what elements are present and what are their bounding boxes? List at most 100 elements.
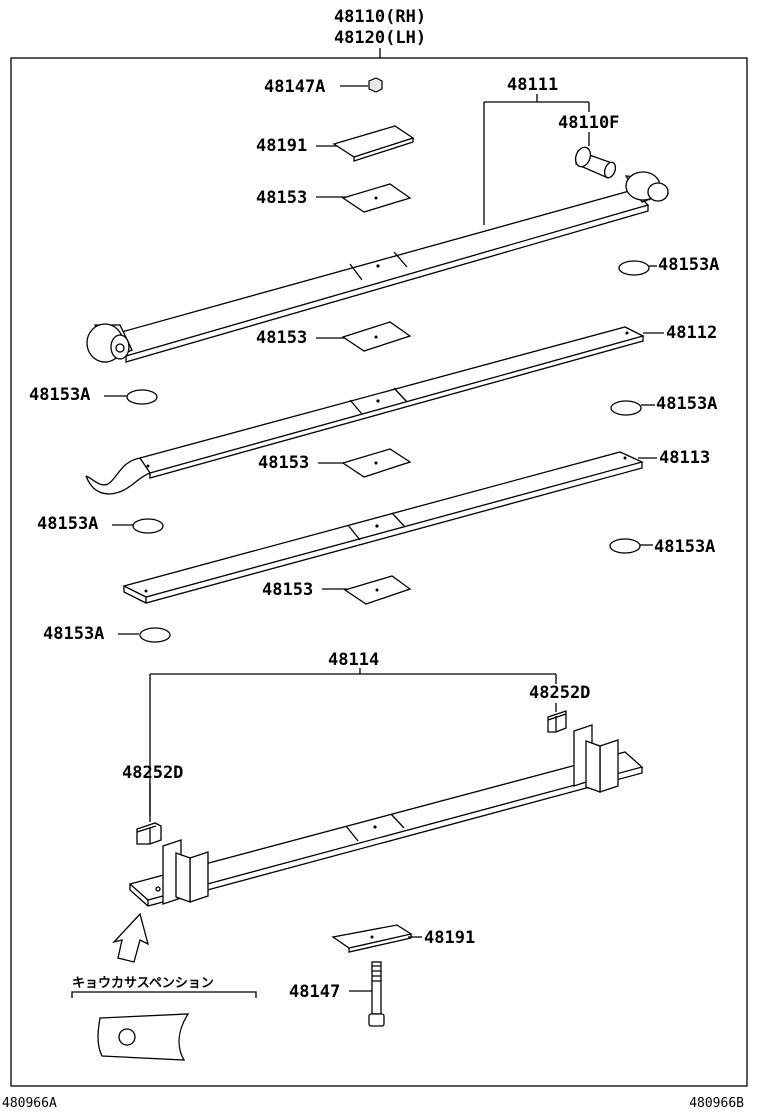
pad-48153-1-hole: [374, 196, 378, 200]
label-48153A-r3: 48153A: [654, 537, 715, 557]
leaf-48111-right-eye-end: [647, 182, 669, 202]
part-48147: 48147: [289, 961, 385, 1027]
label-48153-4: 48153: [262, 580, 313, 600]
part-48114: 48114: [149, 650, 557, 816]
leaf-48113-left-hole: [144, 589, 148, 593]
part-48110F: 48110F: [558, 113, 619, 179]
leaf-48111-center-hole: [376, 264, 380, 268]
label-48153A-l2: 48153A: [37, 514, 98, 534]
disc-48153A-l2-icon: [132, 518, 164, 534]
clip-48252D-left-icon: [136, 822, 162, 845]
leaf-48114: [128, 724, 644, 907]
title-lh: 48120(LH): [334, 28, 426, 48]
plate-silhouette-icon: [97, 1013, 190, 1061]
disc-48153A-l3-icon: [139, 627, 171, 643]
bracket-48114: [149, 668, 557, 816]
clip-48252D-right-icon: [547, 710, 567, 733]
part-48153A-l2: 48153A: [37, 514, 164, 534]
leaf-48114-right-clamp-b: [599, 739, 619, 793]
label-48114: 48114: [328, 650, 379, 670]
clip-48252D-left-detail: [136, 825, 157, 844]
label-48112: 48112: [666, 323, 717, 343]
label-48153A-r2: 48153A: [656, 394, 717, 414]
label-48111: 48111: [507, 75, 558, 95]
leaf-48111: [86, 171, 670, 363]
part-48191-top: 48191: [256, 125, 415, 162]
part-48153-1: 48153: [256, 183, 412, 213]
disc-48153A-l1-icon: [126, 389, 158, 405]
leaf-48112-edge: [149, 336, 644, 479]
part-48252D-left: 48252D: [122, 763, 183, 845]
label-48153A-r1: 48153A: [658, 255, 719, 275]
leaf-48114-left-hole: [155, 886, 161, 892]
part-48153A-r3: 48153A: [609, 537, 715, 557]
disc-48153A-r3-icon: [609, 538, 641, 554]
leaf-48112: 48112: [85, 323, 717, 495]
leaf-48114-center-band: [345, 813, 405, 842]
part-48153-4: 48153: [262, 575, 412, 605]
plate-48191-top-icon: [332, 125, 415, 158]
bracket-48111: [483, 94, 590, 225]
bolt-48147-thread: [372, 965, 381, 982]
assembly-title: 48110(RH) 48120(LH): [334, 7, 426, 58]
label-48153-1: 48153: [256, 188, 307, 208]
leaf-48112-right-hole: [625, 331, 629, 335]
part-48153-3: 48153: [258, 448, 412, 478]
leaf-48113-body: [122, 451, 644, 598]
up-arrow-icon: [112, 912, 149, 963]
plate-silhouette-hole: [118, 1028, 136, 1046]
label-48153-3: 48153: [258, 453, 309, 473]
leaf-48113-center-band: [347, 512, 406, 541]
leaf-48113-right-hole: [623, 456, 627, 460]
leaf-48112-center-band: [349, 387, 408, 415]
leaf-48114-edge: [129, 767, 643, 907]
direction-arrow: [112, 912, 149, 963]
plate-48191-bottom-hole: [370, 935, 374, 939]
label-48153-2: 48153: [256, 328, 307, 348]
title-rh: 48110(RH): [334, 7, 426, 27]
part-48153A-l3: 48153A: [43, 624, 171, 644]
leaf-48111-left-eye-hole: [115, 343, 125, 353]
bolt-48147-icon: [371, 961, 382, 1015]
part-48111: 48111: [483, 75, 590, 225]
label-48147A: 48147A: [264, 77, 325, 97]
pad-48153-2-hole: [374, 335, 378, 339]
leaf-48113-center-hole: [375, 524, 379, 528]
clip-48252D-right-detail: [547, 713, 567, 732]
leaf-48112-hook: [85, 457, 151, 495]
label-48191-bottom: 48191: [424, 928, 475, 948]
footer-left-code: 480966A: [2, 1096, 57, 1111]
leaf-48114-right-clamp-side: [585, 740, 601, 793]
label-48110F: 48110F: [558, 113, 619, 133]
leaf-48113: 48113: [122, 448, 710, 604]
leaf-48111-edge: [125, 205, 649, 363]
reinforced-suspension-note: キョウカサスペンション: [71, 976, 257, 1061]
part-48252D-right: 48252D: [529, 683, 590, 733]
bushing-48110F-icon: [574, 146, 592, 168]
label-48252D-left: 48252D: [122, 763, 183, 783]
label-48153A-l1: 48153A: [29, 385, 90, 405]
label-48191-top: 48191: [256, 136, 307, 156]
part-48191-bottom: 48191: [331, 924, 475, 953]
label-48147: 48147: [289, 982, 340, 1002]
leaf-48114-center-hole: [373, 825, 377, 829]
bushing-48110F-end: [603, 161, 617, 179]
part-48153A-r2: 48153A: [610, 394, 717, 416]
nut-48147A-icon: [368, 77, 383, 93]
part-48147A: 48147A: [264, 77, 383, 97]
label-48153A-l3: 48153A: [43, 624, 104, 644]
leaf-48113-edge: [123, 462, 643, 604]
pad-48153-3-hole: [374, 461, 378, 465]
part-48153A-l1: 48153A: [29, 385, 158, 405]
diagram-frame: [10, 57, 748, 1087]
note-katakana: キョウカサスペンション: [72, 976, 214, 991]
leaf-48111-center-band: [349, 251, 408, 281]
label-48252D-right: 48252D: [529, 683, 590, 703]
part-48153-2: 48153: [256, 321, 412, 352]
leaf-48114-left-clamp-b: [189, 851, 209, 903]
part-48153A-r1: 48153A: [618, 255, 719, 276]
footer-right-code: 480966B: [689, 1096, 744, 1111]
plate-48191-bottom-edge: [348, 934, 412, 953]
bolt-48147-head: [368, 1013, 385, 1027]
